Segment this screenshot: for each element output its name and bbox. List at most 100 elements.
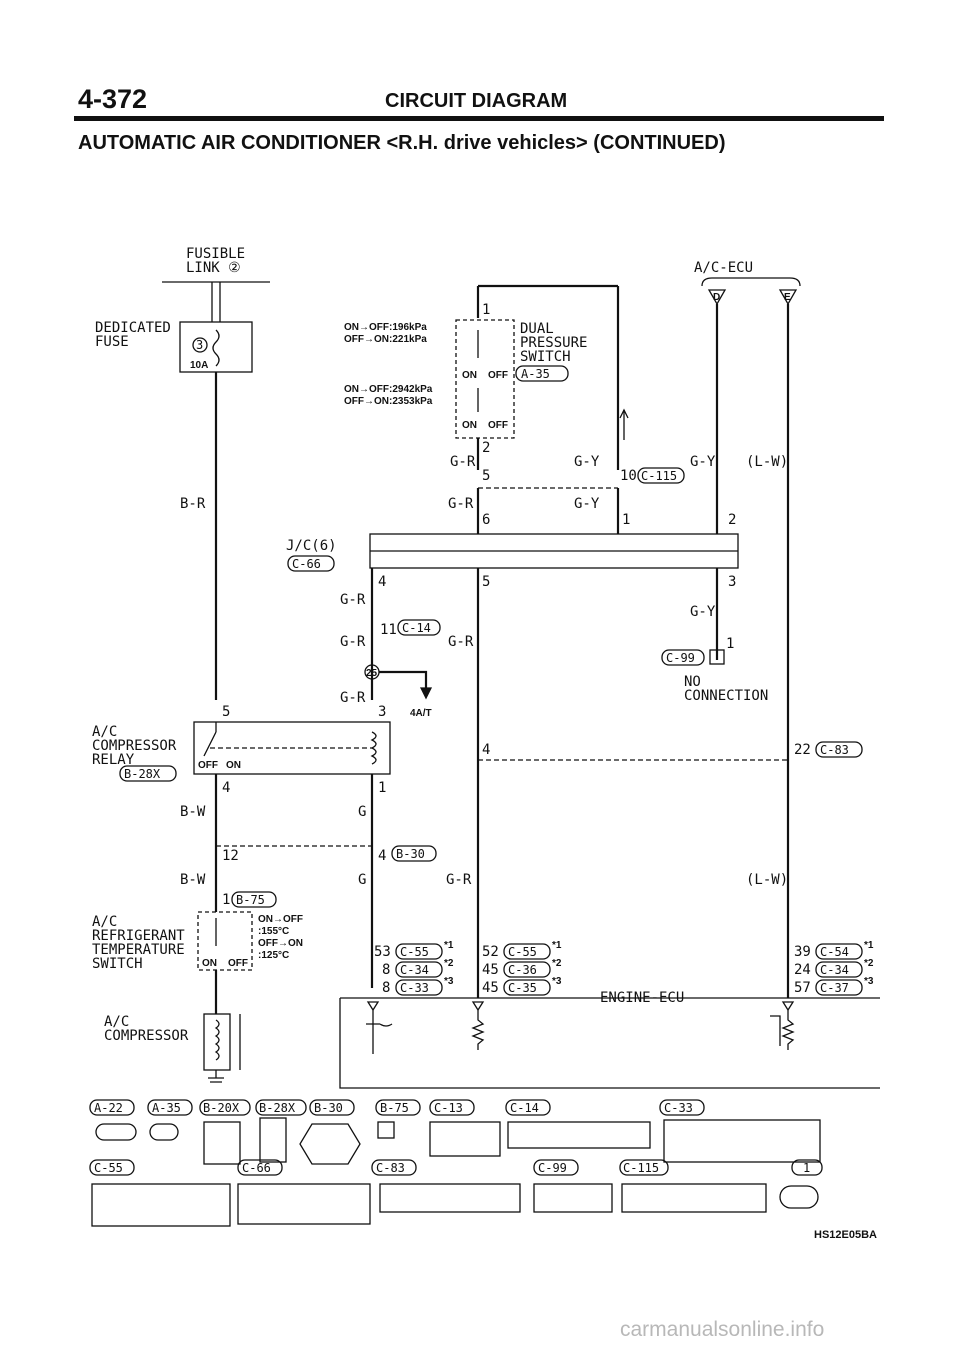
c34-pin-24: 24 xyxy=(794,962,811,978)
connector-face-c115 xyxy=(621,1183,767,1213)
connector-legend: A-22 A-35 B-20X B-28X B-30 B-75 C-13 C-1… xyxy=(89,1099,823,1227)
note-3a: *3 xyxy=(444,976,454,987)
refrig-label-4: SWITCH xyxy=(92,956,143,972)
c35-badge xyxy=(503,979,551,996)
pin-11-c14: 11 xyxy=(380,622,397,638)
legend-c99: C-99 xyxy=(538,1161,567,1175)
relay-conn: B-28X xyxy=(124,767,161,781)
c99-conn: C-99 xyxy=(666,651,695,665)
legend-1-badge xyxy=(791,1159,823,1176)
dps-conn: A-35 xyxy=(521,367,550,381)
c37-conn: C-37 xyxy=(820,981,849,995)
ecu-internal-b xyxy=(471,1010,485,1050)
wire-label-gy-1: G-Y xyxy=(574,454,600,470)
c35-conn: C-35 xyxy=(508,981,537,995)
b30-badge xyxy=(391,845,437,862)
connector-face-c33 xyxy=(663,1119,821,1163)
compressor-coil-box xyxy=(203,1013,231,1071)
relay-on: ON xyxy=(226,760,241,771)
connector-face-a35 xyxy=(149,1123,179,1141)
c99-badge xyxy=(661,649,705,666)
dps-label-1: DUAL xyxy=(520,321,554,337)
b75-badge xyxy=(231,891,277,908)
dps-on-2: ON xyxy=(462,420,477,431)
press-high-2: OFF→ON:2353kPa xyxy=(344,396,433,407)
legend-b20x: B-20X xyxy=(203,1101,240,1115)
dps-pin-1: 1 xyxy=(482,302,490,318)
connector-face-c99 xyxy=(533,1183,613,1213)
refrig-temp-2: :155°C xyxy=(258,926,289,937)
c36-pin-45: 45 xyxy=(482,962,499,978)
legend-c14-badge xyxy=(505,1099,551,1116)
dps-label-3: SWITCH xyxy=(520,349,571,365)
jc-pin-6: 6 xyxy=(482,512,490,528)
refrig-temp-1: ON→OFF xyxy=(258,914,303,925)
wire-label-gr-3: G-R xyxy=(340,592,366,608)
legend-c66: C-66 xyxy=(242,1161,271,1175)
jc-label: J/C(6) xyxy=(286,538,337,554)
wire-label-gy-4: G-Y xyxy=(690,604,716,620)
dps-off-1: OFF xyxy=(488,370,508,381)
refrig-on: ON xyxy=(202,958,217,969)
no-connection-2: CONNECTION xyxy=(684,688,768,704)
c54-pin-39: 39 xyxy=(794,944,811,960)
c34-conn-2: C-34 xyxy=(820,963,849,977)
legend-c33-badge xyxy=(659,1099,705,1116)
ecu-input-b xyxy=(471,1001,485,1012)
c115-conn: C-115 xyxy=(641,469,677,483)
fuse-number: 3 xyxy=(196,338,203,352)
jc-pin-3: 3 xyxy=(728,574,736,590)
ecu-input-a xyxy=(366,1001,380,1012)
dedicated-fuse-label-2: FUSE xyxy=(95,334,129,350)
legend-a35: A-35 xyxy=(152,1101,181,1115)
wire-label-g-1: G xyxy=(358,804,366,820)
connector-face-c66 xyxy=(237,1183,371,1225)
wire-to-at xyxy=(379,670,428,690)
dedicated-fuse-label: DEDICATED xyxy=(95,320,171,336)
wire-label-gr-2: G-R xyxy=(448,496,474,512)
legend-b28x-badge xyxy=(255,1099,307,1116)
c83-badge xyxy=(815,741,863,758)
legend-a35-badge xyxy=(147,1099,193,1116)
fuse-rating: 10A xyxy=(190,360,208,371)
connector-face-1 xyxy=(779,1185,819,1209)
ecu-pin-e-mark xyxy=(778,289,798,306)
dps-label-2: PRESSURE xyxy=(520,335,587,351)
c37-badge xyxy=(815,979,863,996)
press-low-2: OFF→ON:221kPa xyxy=(344,334,427,345)
connector-face-c55 xyxy=(91,1183,231,1227)
jc-pin-1-top: 1 xyxy=(622,512,630,528)
refrig-label-2: REFRIGERANT xyxy=(92,928,185,944)
jc-badge xyxy=(287,555,335,572)
at-label: 4A/T xyxy=(410,708,432,719)
refrig-off: OFF xyxy=(228,958,248,969)
c35-pin-45: 45 xyxy=(482,980,499,996)
jc-pin-4: 4 xyxy=(378,574,386,590)
dps-off-2: OFF xyxy=(488,420,508,431)
c34-pin-8: 8 xyxy=(382,962,390,978)
c54-conn: C-54 xyxy=(820,945,849,959)
title-rule xyxy=(74,116,884,121)
connector-face-a22 xyxy=(95,1123,137,1141)
c55-conn-2: C-55 xyxy=(508,945,537,959)
compressor-label-1: A/C xyxy=(104,1014,129,1030)
ecu-input-c xyxy=(781,1001,795,1012)
press-low-1: ON→OFF:196kPa xyxy=(344,322,427,333)
figure-code: HS12E05BA xyxy=(814,1229,877,1241)
relay-label-1: A/C xyxy=(92,724,117,740)
connector-face-c13 xyxy=(429,1121,501,1157)
legend-b30: B-30 xyxy=(314,1101,343,1115)
c14-badge xyxy=(397,619,441,636)
note-3b: *3 xyxy=(552,976,562,987)
legend-c55-badge xyxy=(89,1159,135,1176)
note-1c: *1 xyxy=(864,940,874,951)
c55-pin-52: 52 xyxy=(482,944,499,960)
relay-pin-3: 3 xyxy=(378,704,386,720)
no-connection-1: NO xyxy=(684,674,701,690)
wire-label-gy-2: G-Y xyxy=(690,454,716,470)
note-2b: *2 xyxy=(552,958,562,969)
wire-label-gr-1: G-R xyxy=(450,454,476,470)
legend-b28x: B-28X xyxy=(259,1101,296,1115)
joint-25-label: 25 xyxy=(366,668,378,679)
